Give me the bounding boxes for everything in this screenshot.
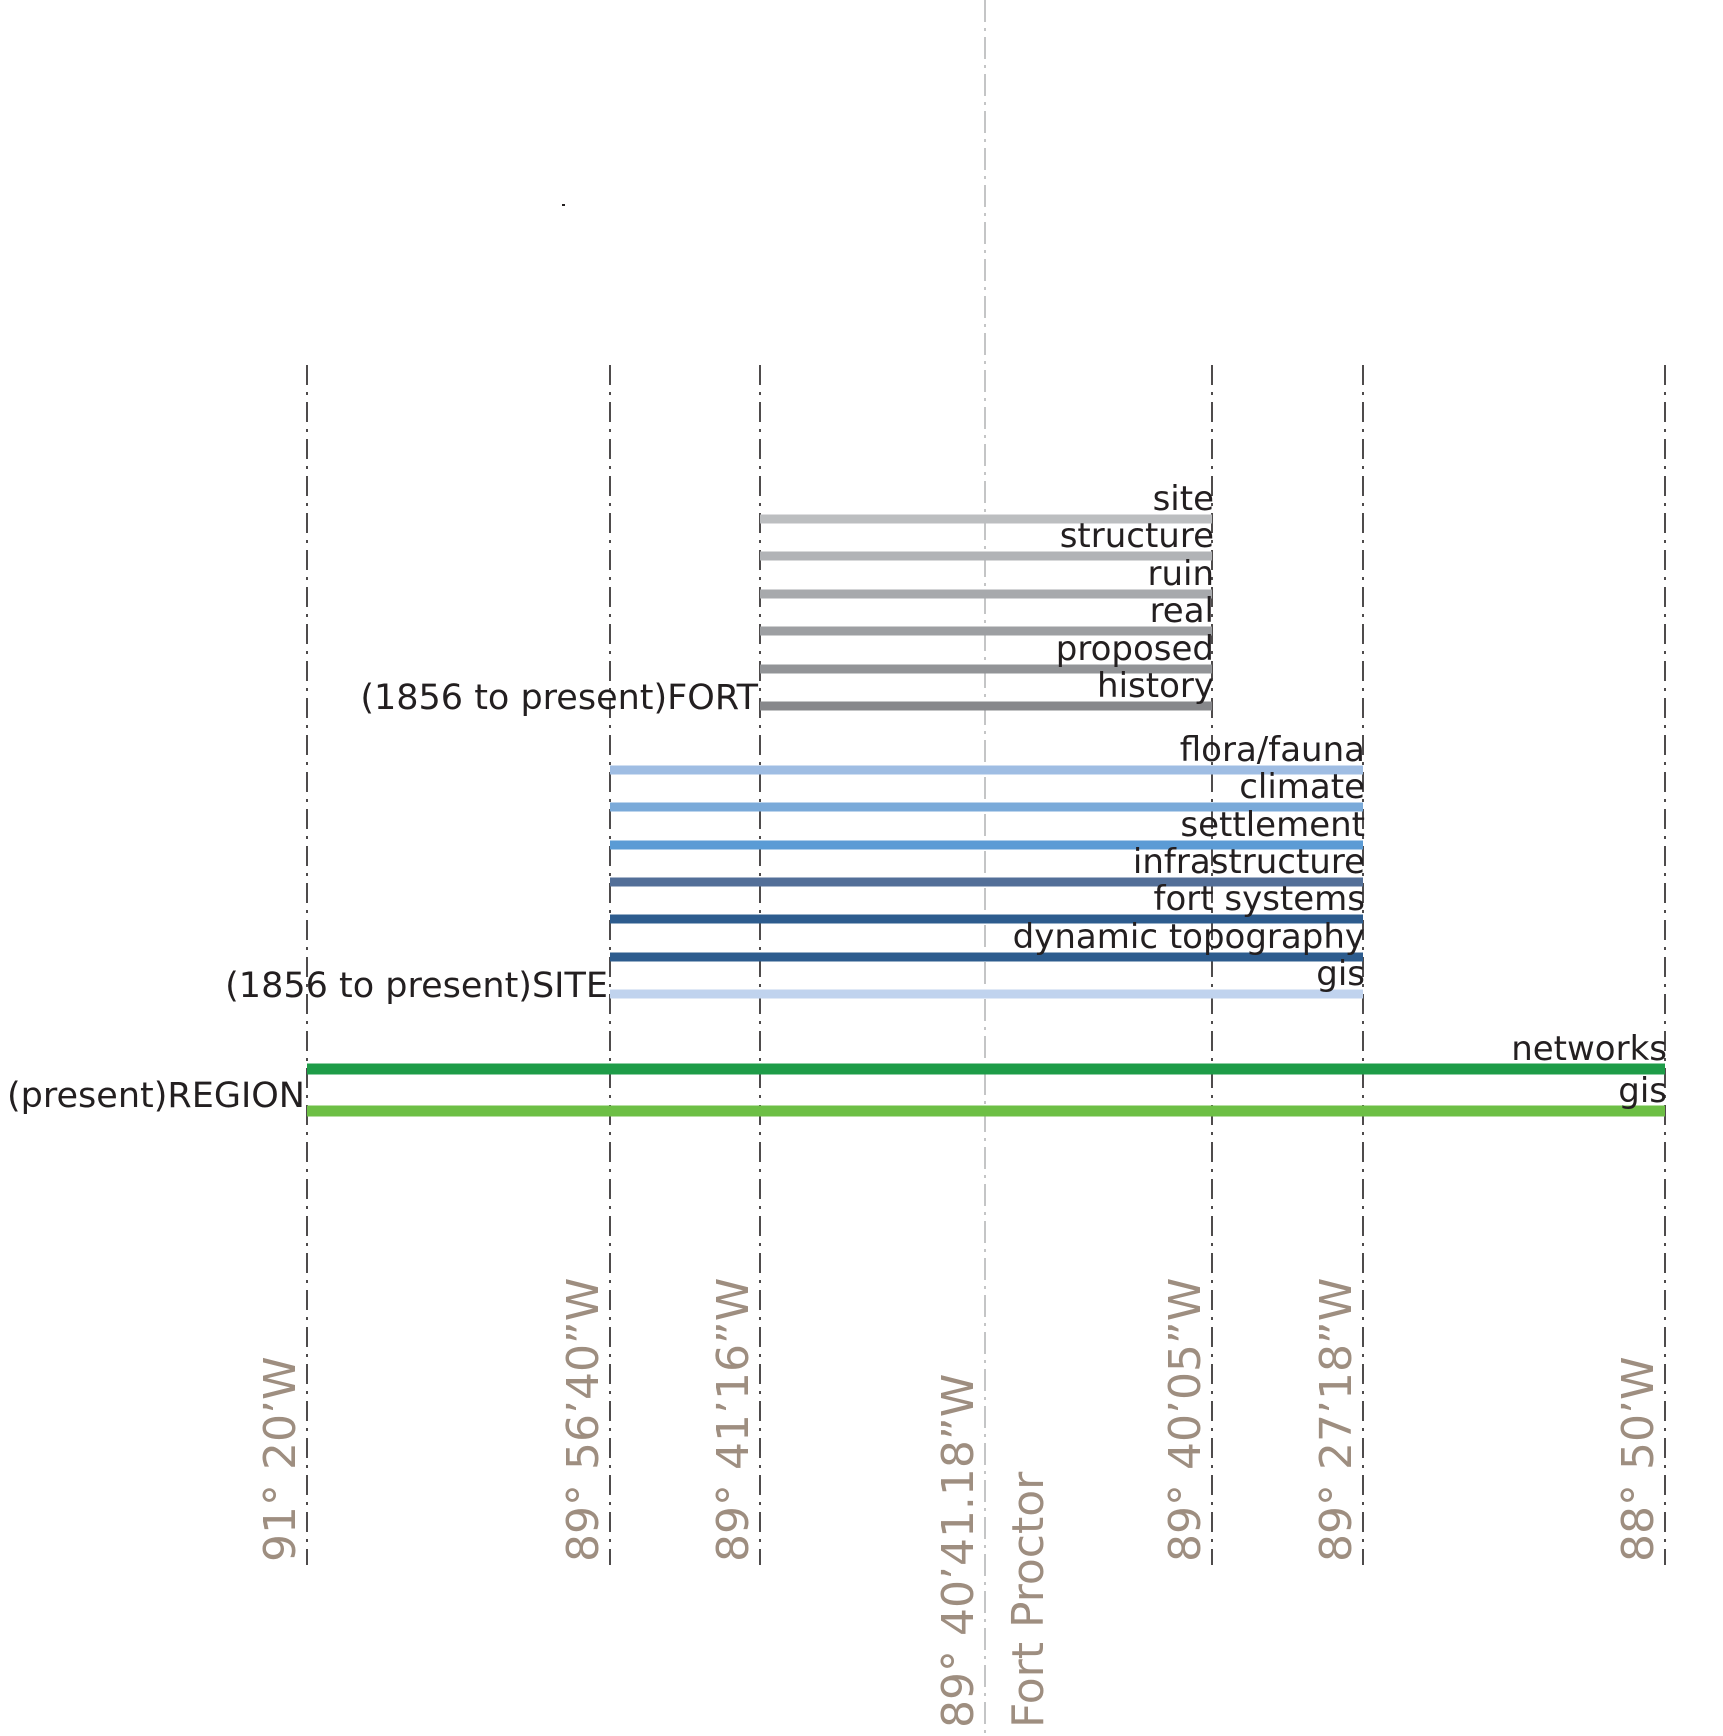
topic-bar-label: history (1097, 666, 1214, 706)
topic-bar-label: climate (1239, 767, 1365, 807)
meridian-coord-label: 89° 56’40”W (558, 1278, 609, 1562)
meridian-lines (306, 365, 1666, 1565)
center-coord-label: 89° 40’41.18”W (933, 1374, 984, 1728)
meridian-coord-label: 91° 20’W (255, 1357, 306, 1562)
topic-bars (307, 514, 1665, 1117)
topic-bar-label: site (1153, 479, 1214, 519)
meridian-coord-label: 89° 41’16”W (708, 1278, 759, 1562)
topic-bar-label: ruin (1147, 554, 1214, 594)
topic-bar-label: flora/fauna (1180, 730, 1365, 770)
stray-dot (562, 204, 565, 206)
topic-bar-label: infrastructure (1133, 842, 1365, 882)
meridian-coord-label: 88° 50’W (1613, 1357, 1664, 1562)
group-label: (present)REGION (7, 1076, 305, 1116)
topic-bar-label: real (1150, 591, 1214, 631)
topic-bar-label: gis (1316, 954, 1365, 994)
topic-bar-label: structure (1060, 516, 1214, 556)
group-label: (1856 to present)SITE (225, 966, 608, 1006)
topic-bar-label: gis (1618, 1071, 1667, 1111)
topic-labels: 91° 20’W 89° 56’40”W 89° 41’16”W 89° 40’05”… (7, 479, 1667, 1562)
topic-bar-label: settlement (1180, 805, 1365, 845)
topic-bar-label: proposed (1056, 629, 1214, 669)
group-label: (1856 to present)FORT (360, 678, 758, 718)
topic-bar-label: dynamic topography (1013, 917, 1365, 957)
fort-proctor-label: Fort Proctor (1003, 1471, 1054, 1728)
topic-bar-label: fort systems (1153, 879, 1365, 919)
topic-bar-label: networks (1511, 1029, 1667, 1069)
meridian-coord-label: 89° 40’05”W (1160, 1278, 1211, 1562)
meridian-coord-label: 89° 27’18”W (1311, 1278, 1362, 1562)
